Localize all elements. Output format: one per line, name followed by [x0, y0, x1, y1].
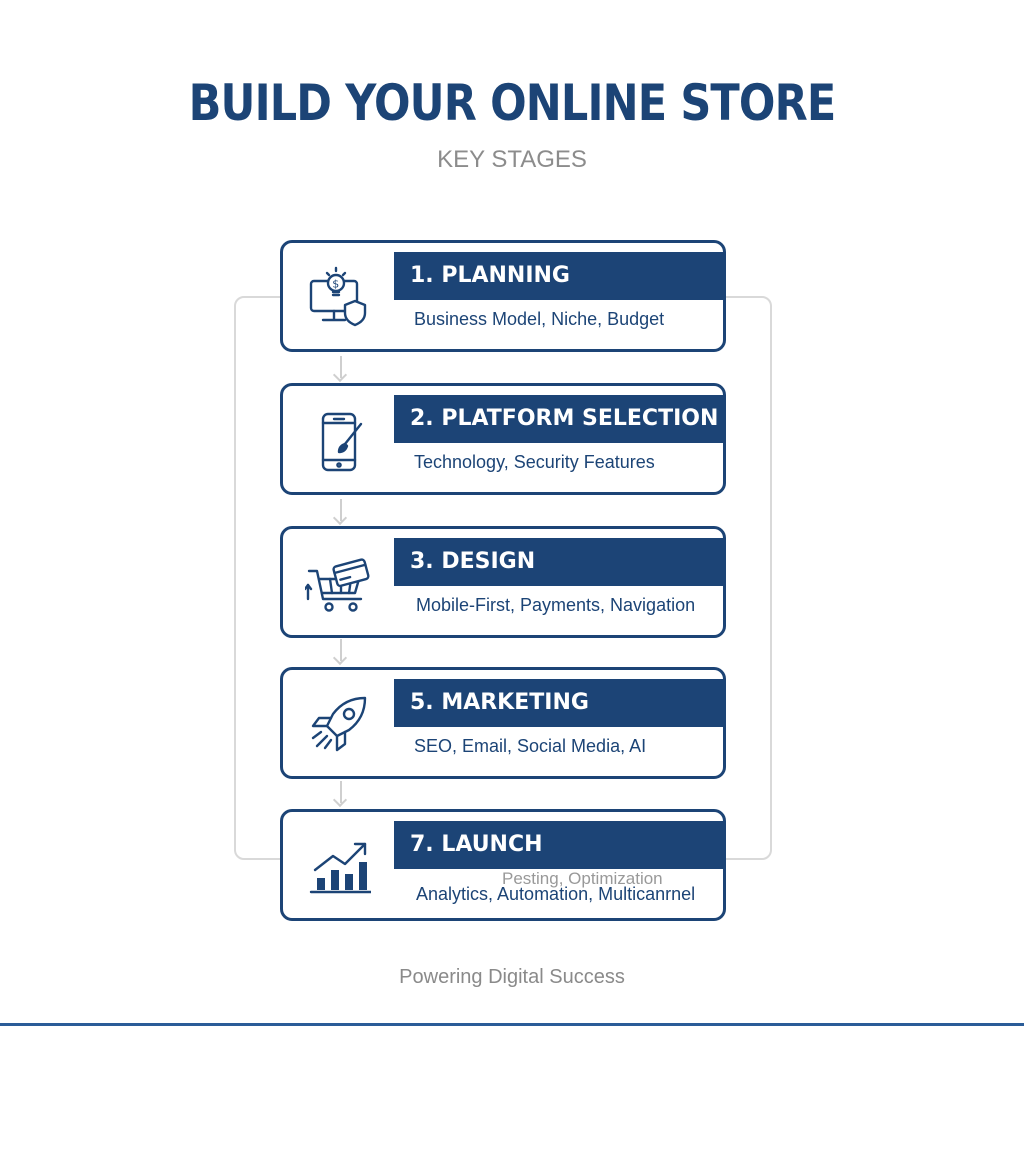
stage-description: Analytics, Automation, Multicanrnel	[416, 884, 696, 904]
stage-description: Business Model, Niche, Budget	[414, 309, 665, 329]
stage-description: Technology, Security Features	[414, 452, 655, 472]
stage-card-launch: 7. LAUNCH Pesting, Optimization Analytic…	[280, 809, 726, 921]
growth-chart-icon	[305, 834, 373, 900]
page-title: BUILD YOUR ONLINE STORE	[188, 74, 837, 132]
page-subtitle: KEY STAGES	[437, 146, 587, 173]
flow-arrow	[340, 781, 342, 803]
svg-text:$: $	[332, 278, 339, 291]
stage-title: 7. LAUNCH	[394, 821, 726, 869]
flow-arrow	[340, 499, 342, 521]
smartphone-brush-icon	[305, 408, 371, 474]
stage-title: 5. MARKETING	[394, 679, 726, 727]
rocket-icon	[305, 692, 371, 758]
footer-divider	[0, 1023, 1024, 1026]
stage-title: 1. PLANNING	[394, 252, 726, 300]
flow-arrow	[340, 639, 342, 661]
stage-title: 3. DESIGN	[394, 538, 726, 586]
stage-card-marketing: 5. MARKETING SEO, Email, Social Media, A…	[280, 667, 726, 779]
stage-description: Mobile-First, Payments, Navigation	[416, 595, 696, 615]
stage-card-platform-selection: 2. PLATFORM SELECTION Technology, Securi…	[280, 383, 726, 495]
flow-arrow	[340, 356, 342, 378]
stage-title: 2. PLATFORM SELECTION	[394, 395, 726, 443]
footer-tagline: Powering Digital Success	[399, 966, 625, 988]
stage-card-design: 3. DESIGN Mobile-First, Payments, Naviga…	[280, 526, 726, 638]
stage-card-planning: $ 1. PLANNING Business Model, Niche, Bud…	[280, 240, 726, 352]
stage-description: SEO, Email, Social Media, AI	[414, 736, 647, 756]
monitor-lightbulb-shield-icon: $	[305, 265, 371, 331]
cart-credit-card-icon	[303, 551, 371, 617]
stage-note: Pesting, Optimization	[502, 869, 663, 888]
